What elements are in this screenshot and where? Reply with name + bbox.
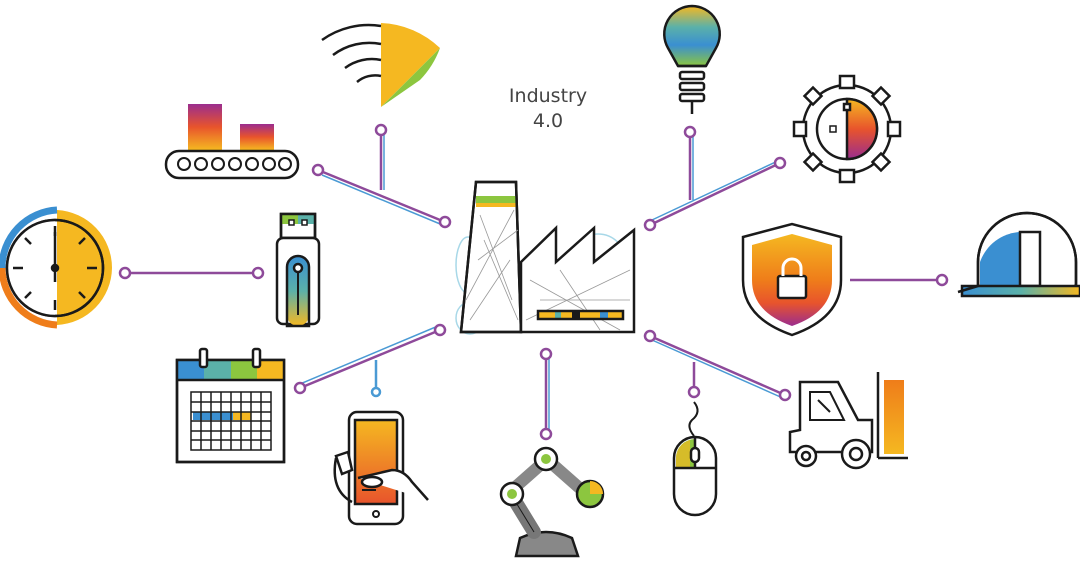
- diagram-title: Industry 4.0: [488, 84, 608, 134]
- security-shield-icon: [741, 222, 843, 337]
- computer-mouse-icon: [672, 401, 718, 517]
- usb-drive-icon: [275, 212, 321, 328]
- forklift-icon: [788, 372, 908, 470]
- hard-hat-icon: [957, 211, 1080, 298]
- lightbulb-icon: [663, 4, 721, 114]
- calendar-icon: [175, 347, 286, 464]
- connector-dots: [118, 123, 949, 441]
- gear-icon: [792, 74, 902, 184]
- title-line-2: 4.0: [532, 110, 564, 132]
- title-line-1: Industry: [508, 85, 588, 107]
- wifi-signal-icon: [321, 23, 440, 107]
- robot-arm-icon: [499, 446, 605, 558]
- connectors: [125, 130, 942, 434]
- smartphone-icon: [333, 410, 429, 526]
- conveyor-belt-icon: [164, 104, 300, 180]
- factory-icon: [455, 180, 636, 335]
- clock-icon: [0, 206, 113, 329]
